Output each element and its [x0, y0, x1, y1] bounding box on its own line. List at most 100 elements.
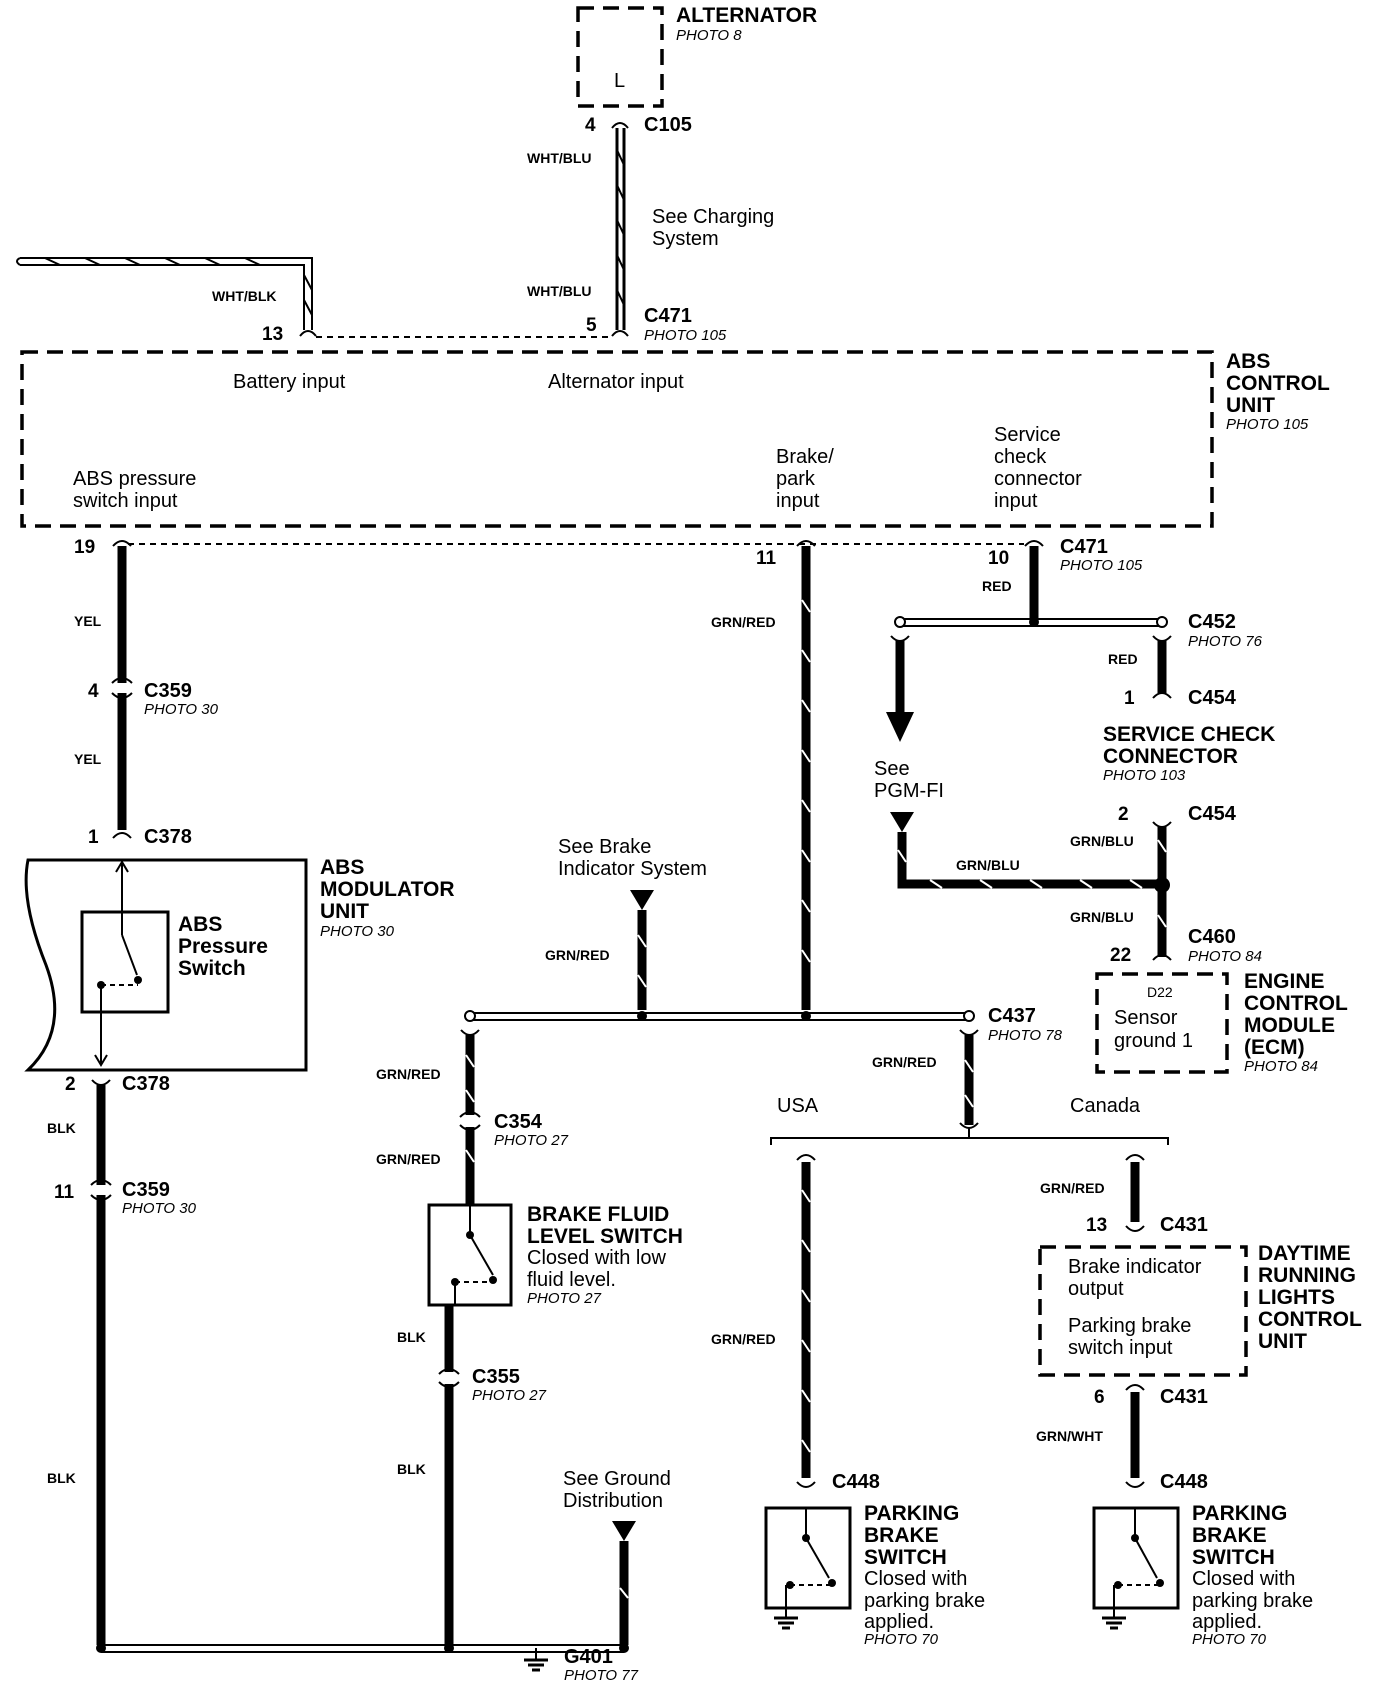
pin-19: 19	[74, 537, 95, 558]
parking-brake-switch-usa	[764, 1506, 852, 1630]
parking-usa-desc-1: Closed with	[864, 1568, 967, 1590]
abs-control-photo: PHOTO 105	[1226, 416, 1309, 433]
ground-dist-line1: See Ground	[563, 1468, 671, 1490]
fluid-switch-title-1: BRAKE FLUID	[527, 1203, 669, 1226]
parking-usa-desc-3: applied.	[864, 1611, 934, 1633]
c454-bottom-name: C454	[1188, 803, 1237, 825]
c359-top-photo: PHOTO 30	[144, 701, 219, 718]
c378-top-cap	[112, 832, 132, 839]
grnwht-label: GRN/WHT	[1036, 1428, 1103, 1444]
parking-canada-photo: PHOTO 70	[1192, 1631, 1267, 1648]
c437-bus-right	[963, 1010, 975, 1022]
service-input-2: check	[994, 446, 1047, 468]
alternator-box	[576, 6, 664, 108]
pgmfi-in-arrow	[890, 812, 914, 832]
c460-pin: 22	[1110, 945, 1131, 966]
c437-bus	[470, 1012, 969, 1021]
c460-name: C460	[1188, 926, 1236, 948]
c105-name: C105	[644, 114, 692, 136]
brake-indicator-arrow	[630, 890, 654, 910]
ground-bus-left-dot	[96, 1643, 106, 1653]
ground-bus-mid-dot	[444, 1643, 454, 1653]
grnred-main-label: GRN/RED	[711, 614, 776, 630]
grnblu-label-2: GRN/BLU	[956, 857, 1020, 873]
abs-control-title-2: CONTROL	[1226, 372, 1330, 395]
grnred-c437-label: GRN/RED	[872, 1054, 937, 1070]
c355-photo: PHOTO 27	[472, 1387, 547, 1404]
service-connector-title-1: SERVICE CHECK	[1103, 723, 1275, 746]
region-canada: Canada	[1070, 1095, 1141, 1117]
ecm-box	[1095, 972, 1229, 1074]
abs-pressure-input-1: ABS pressure	[73, 468, 196, 490]
pin-10-cap	[1024, 540, 1044, 547]
brake-indicator-line2: Indicator System	[558, 858, 707, 880]
yel-label-2: YEL	[74, 751, 102, 767]
c355-name: C355	[472, 1366, 520, 1388]
c448-usa-name: C448	[832, 1471, 880, 1493]
parking-usa-title-2: BRAKE	[864, 1524, 939, 1547]
c452-bus-left	[894, 616, 906, 628]
parking-usa-title-3: SWITCH	[864, 1546, 947, 1569]
c431-top-cap	[1125, 1225, 1145, 1232]
parking-canada-title-1: PARKING	[1192, 1502, 1287, 1525]
alternator-terminal: L	[614, 70, 625, 92]
charging-note-line2: System	[652, 228, 719, 250]
c431-top-name: C431	[1160, 1214, 1208, 1236]
fluid-switch-desc-2: fluid level.	[527, 1269, 616, 1291]
drl-title-1: DAYTIME	[1258, 1242, 1351, 1265]
drl-control-unit-box	[1038, 1245, 1248, 1377]
region-bracket	[770, 1137, 1169, 1145]
c105-pin: 4	[585, 115, 596, 136]
parking-canada-desc-3: applied.	[1192, 1611, 1262, 1633]
brake-indicator-line1: See Brake	[558, 836, 651, 858]
c448-usa-cap	[796, 1481, 816, 1488]
parking-canada-title-2: BRAKE	[1192, 1524, 1267, 1547]
grnred-c437-hatch	[964, 1059, 974, 1108]
battery-wire	[16, 257, 313, 330]
charging-note-line1: See Charging	[652, 206, 774, 228]
blk-label-4: BLK	[397, 1461, 426, 1477]
c359-bottom-pin: 11	[54, 1182, 75, 1203]
c437-photo: PHOTO 78	[988, 1027, 1063, 1044]
abs-pressure-input-2: switch input	[73, 490, 178, 512]
grnred-fluid-label-1: GRN/RED	[376, 1066, 441, 1082]
parking-canada-desc-2: parking brake	[1192, 1590, 1313, 1612]
pgmfi-line2: PGM-FI	[874, 780, 944, 802]
grnred-canada-label: GRN/RED	[1040, 1180, 1105, 1196]
alternator-input-label: Alternator input	[548, 371, 684, 393]
alternator-wire	[615, 128, 626, 330]
drl-inner-3: Parking brake	[1068, 1315, 1191, 1337]
c471-top-cap	[611, 330, 629, 337]
service-connector-title-2: CONNECTOR	[1103, 745, 1238, 768]
pgmfi-line1: See	[874, 758, 910, 780]
c378-bottom-pin: 2	[65, 1074, 76, 1095]
drl-title-4: CONTROL	[1258, 1308, 1362, 1331]
pgmfi-arrow	[886, 712, 914, 742]
ground-dist-line2: Distribution	[563, 1490, 663, 1512]
c452-name: C452	[1188, 611, 1236, 633]
grnred-usa-label: GRN/RED	[711, 1331, 776, 1347]
ground-dist-arrow	[612, 1521, 636, 1541]
c448-canada-cap	[1125, 1481, 1145, 1488]
red-label-1: RED	[982, 578, 1012, 594]
grnblu-hatch-2	[897, 849, 1143, 889]
drl-inner-2: output	[1068, 1278, 1124, 1300]
ground-bus-right-dot	[619, 1643, 629, 1653]
abs-pressure-switch-1: ABS	[178, 913, 222, 936]
c437-name: C437	[988, 1005, 1036, 1027]
parking-usa-desc-2: parking brake	[864, 1590, 985, 1612]
c454-top-cap	[1152, 692, 1172, 699]
c359-top-pin: 4	[88, 681, 99, 702]
abs-control-unit-box	[20, 350, 1214, 528]
c431-bottom-cap	[1125, 1384, 1145, 1391]
abs-modulator-title-2: MODULATOR	[320, 878, 455, 901]
abs-pressure-switch-2: Pressure	[178, 935, 268, 958]
brake-fluid-level-switch	[427, 1203, 513, 1307]
c431-bottom-name: C431	[1160, 1386, 1208, 1408]
fluid-switch-desc-1: Closed with low	[527, 1247, 667, 1269]
battery-input-label: Battery input	[233, 371, 346, 393]
c437-bus-brake-ind-dot	[637, 1011, 647, 1021]
c437-bus-left	[464, 1010, 476, 1022]
c454-bottom-pin: 2	[1118, 804, 1129, 825]
